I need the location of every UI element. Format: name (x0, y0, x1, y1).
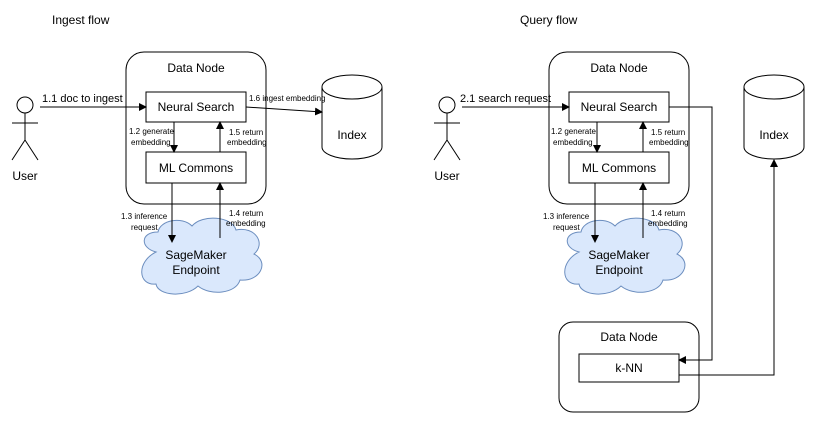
neural-search-box (145, 91, 247, 123)
knn-data-node-label: Data Node (600, 330, 658, 344)
knn-label: k-NN (615, 361, 642, 375)
arrow-neural-search-to-knn (669, 106, 713, 364)
index-label: Index (759, 128, 788, 142)
index-label: Index (337, 128, 366, 142)
index-cylinder (743, 74, 805, 160)
neural-search-label: Neural Search (158, 100, 235, 114)
edge-label-1-4-line2: embedding (226, 219, 266, 228)
user-icon (433, 96, 461, 161)
ml-commons-box (568, 151, 670, 184)
ml-commons-label: ML Commons (159, 161, 233, 175)
edge-label-1-3-line2: request (553, 223, 580, 232)
edge-label-1-2-line2: embedding (131, 138, 171, 147)
ml-commons-label: ML Commons (582, 161, 656, 175)
edge-label-1-3-line1: 1.3 inference (543, 212, 590, 221)
edge-label-1-2-line2: embedding (553, 138, 593, 147)
edge-label-1-5-line1: 1.5 return (651, 128, 685, 137)
edge-label-1-5-line1: 1.5 return (229, 128, 263, 137)
index-cylinder (321, 74, 383, 160)
edge-label-1-5-line2: embedding (649, 138, 689, 147)
edge-label-1-1: 1.1 doc to ingest (42, 93, 123, 105)
sagemaker-label-line1: SageMaker (588, 248, 649, 262)
user-label: User (434, 169, 459, 183)
edge-label-1-3-line1: 1.3 inference (121, 212, 168, 221)
data-node-label: Data Node (167, 61, 225, 75)
arrow-knn-to-index (679, 159, 778, 376)
edge-label-1-2-line1: 1.2 generate (129, 127, 174, 136)
neural-search-label: Neural Search (581, 100, 658, 114)
edge-label-1-6: 1.6 ingest embedding (249, 94, 326, 103)
sagemaker-label-line2: Endpoint (595, 263, 643, 277)
query-flow-title: Query flow (520, 13, 578, 27)
ingest-flow: Ingest flow User Data Node Neural Search… (11, 13, 383, 295)
user-icon (11, 96, 39, 161)
arrow-ingest-embedding (245, 106, 323, 116)
edge-label-1-4-line2: embedding (648, 219, 688, 228)
edge-label-1-5-line2: embedding (227, 138, 267, 147)
query-flow: Query flow User Data Node Neural Search … (433, 13, 805, 413)
edge-label-1-2-line1: 1.2 generate (551, 127, 596, 136)
edge-label-1-4-line1: 1.4 return (651, 209, 685, 218)
sagemaker-label-line1: SageMaker (165, 248, 226, 262)
data-node-label: Data Node (590, 61, 648, 75)
knn-box (578, 353, 680, 383)
user-label: User (12, 169, 37, 183)
ml-commons-box (145, 151, 247, 184)
sagemaker-label-line2: Endpoint (172, 263, 220, 277)
edge-label-1-3-line2: request (131, 223, 158, 232)
edge-label-2-1: 2.1 search request (460, 93, 551, 105)
ingest-flow-title: Ingest flow (52, 13, 110, 27)
edge-label-1-4-line1: 1.4 return (229, 209, 263, 218)
